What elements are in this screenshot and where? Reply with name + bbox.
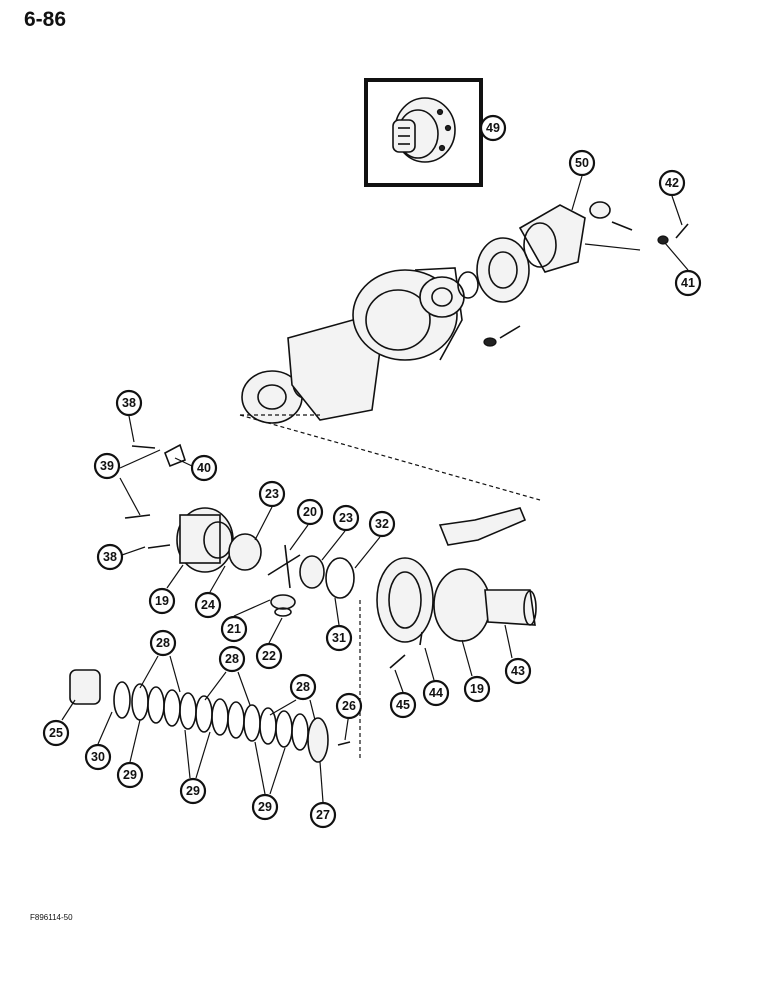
callout-29-left: 29 — [116, 761, 144, 789]
callout-41: 41 — [674, 269, 702, 297]
callout-45: 45 — [389, 691, 417, 719]
svg-text:38: 38 — [122, 396, 136, 410]
svg-text:23: 23 — [339, 511, 353, 525]
svg-text:44: 44 — [429, 686, 443, 700]
svg-text:43: 43 — [511, 664, 525, 678]
callout-32: 32 — [368, 510, 396, 538]
figure-code: F896114-50 — [30, 913, 73, 922]
svg-text:50: 50 — [575, 156, 589, 170]
svg-text:28: 28 — [225, 652, 239, 666]
callout-23-right: 23 — [332, 504, 360, 532]
svg-text:21: 21 — [227, 622, 241, 636]
callout-19-right: 19 — [463, 675, 491, 703]
svg-text:25: 25 — [49, 726, 63, 740]
svg-text:22: 22 — [262, 649, 276, 663]
svg-text:26: 26 — [342, 699, 356, 713]
callout-20: 20 — [296, 498, 324, 526]
callout-30: 30 — [84, 743, 112, 771]
callout-22: 22 — [255, 642, 283, 670]
svg-text:39: 39 — [100, 459, 114, 473]
svg-text:40: 40 — [197, 461, 211, 475]
callout-29-right: 29 — [251, 793, 279, 821]
callout-24: 24 — [194, 591, 222, 619]
leader-lines — [61, 175, 689, 803]
svg-text:38: 38 — [103, 550, 117, 564]
svg-text:20: 20 — [303, 505, 317, 519]
callout-50: 50 — [568, 149, 596, 177]
callout-49: 49 — [479, 114, 507, 142]
page-number: 6-86 — [24, 8, 67, 31]
svg-text:23: 23 — [265, 487, 279, 501]
svg-text:19: 19 — [470, 682, 484, 696]
svg-text:49: 49 — [486, 121, 500, 135]
callout-27: 27 — [309, 801, 337, 829]
svg-text:24: 24 — [201, 598, 215, 612]
callout-29-middle: 29 — [179, 777, 207, 805]
callout-28-right: 28 — [289, 673, 317, 701]
differential-assembly — [124, 443, 537, 669]
svg-text:42: 42 — [665, 176, 679, 190]
callout-21: 21 — [220, 615, 248, 643]
housing-assembly — [241, 201, 689, 424]
svg-text:29: 29 — [186, 784, 200, 798]
svg-text:32: 32 — [375, 517, 389, 531]
clutch-pack — [69, 669, 351, 763]
svg-text:45: 45 — [396, 698, 410, 712]
svg-text:28: 28 — [156, 636, 170, 650]
svg-text:28: 28 — [296, 680, 310, 694]
inset-box-part-49 — [364, 78, 483, 187]
callout-25: 25 — [42, 719, 70, 747]
callout-42: 42 — [658, 169, 686, 197]
callout-40: 40 — [190, 454, 218, 482]
callout-26: 26 — [335, 692, 363, 720]
svg-text:19: 19 — [155, 594, 169, 608]
callout-44: 44 — [422, 679, 450, 707]
svg-text:30: 30 — [91, 750, 105, 764]
callout-19-left: 19 — [148, 587, 176, 615]
svg-text:27: 27 — [316, 808, 330, 822]
callout-38-upper: 38 — [115, 389, 143, 417]
callout-43: 43 — [504, 657, 532, 685]
svg-text:41: 41 — [681, 276, 695, 290]
callout-38-lower: 38 — [96, 543, 124, 571]
callout-28-middle: 28 — [218, 645, 246, 673]
callout-31: 31 — [325, 624, 353, 652]
callout-28-left: 28 — [149, 629, 177, 657]
callout-23-left: 23 — [258, 480, 286, 508]
svg-text:29: 29 — [123, 768, 137, 782]
callout-39: 39 — [93, 452, 121, 480]
svg-text:31: 31 — [332, 631, 346, 645]
svg-text:29: 29 — [258, 800, 272, 814]
